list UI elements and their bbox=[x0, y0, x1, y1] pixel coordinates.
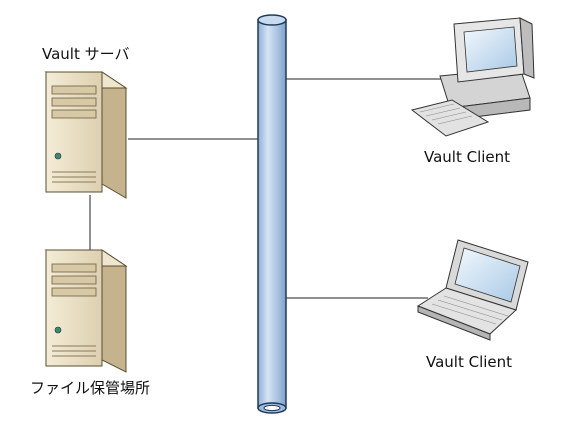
file-storage-server-icon bbox=[44, 249, 128, 373]
laptop-client-label: Vault Client bbox=[426, 353, 513, 371]
desktop-client-label: Vault Client bbox=[424, 148, 511, 166]
vault-server-icon bbox=[44, 71, 128, 199]
laptop-icon bbox=[416, 239, 529, 341]
connection-lines bbox=[89, 78, 446, 299]
file-storage-label: ファイル保管場所 bbox=[30, 379, 151, 397]
network-backbone-pipe bbox=[257, 14, 287, 414]
vault-server-label: Vault サーバ bbox=[42, 45, 130, 63]
desktop-computer-icon bbox=[410, 17, 535, 137]
